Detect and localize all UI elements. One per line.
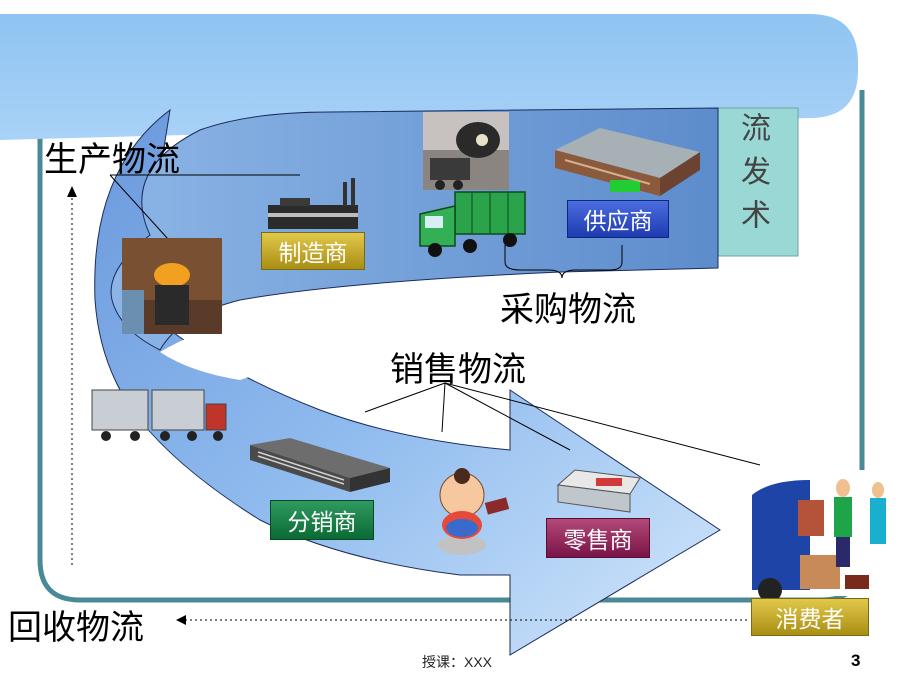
production-logistics-label: 生产物流 <box>44 140 180 180</box>
footer-author: 授课：XXX <box>422 654 493 670</box>
factory-icon <box>268 178 358 229</box>
side-panel <box>717 107 799 257</box>
sales-logistics-label: 销售物流 <box>390 350 526 390</box>
truck-icon <box>419 191 526 257</box>
side-panel-text: 流 发 术 <box>735 112 770 232</box>
page-number: 3 <box>851 651 861 670</box>
supplier-box: 供应商 <box>567 200 669 238</box>
mascot-icon <box>438 468 510 555</box>
distributor-box: 分销商 <box>270 500 374 540</box>
trailer-truck-icon <box>91 389 227 441</box>
distribution-building-icon <box>250 438 390 492</box>
family-with-van-icon <box>750 470 886 602</box>
retailer-box: 零售商 <box>546 518 650 558</box>
recycling-logistics-label: 回收物流 <box>8 608 144 648</box>
manufacturer-box: 制造商 <box>261 232 365 270</box>
procurement-logistics-label: 采购物流 <box>500 290 636 330</box>
inner-gap <box>160 290 705 380</box>
locomotive-icon <box>423 112 509 190</box>
retail-store-icon <box>556 469 641 513</box>
warehouse-icon <box>555 128 700 196</box>
smelter-icon <box>122 238 222 334</box>
consumer-box: 消费者 <box>751 598 869 636</box>
